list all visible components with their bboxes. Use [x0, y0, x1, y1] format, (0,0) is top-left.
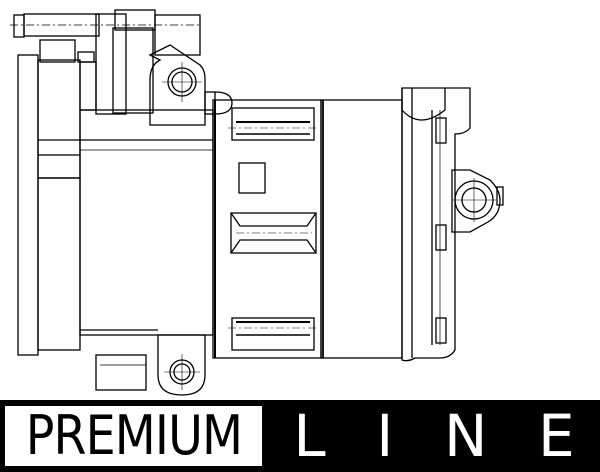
slot-bottom [228, 317, 318, 351]
product-line-drawing [10, 9, 504, 396]
premium-line-banner: PREMIUM L I N E [0, 400, 600, 472]
brand-line-letter: E [538, 402, 575, 470]
label-square [238, 162, 266, 194]
slot-middle [230, 212, 317, 254]
motor-housing [79, 109, 214, 336]
premium-box: PREMIUM [5, 406, 262, 466]
clamp-band [212, 99, 322, 359]
brand-line-letter: I [376, 402, 394, 470]
slot-top [228, 107, 318, 141]
brand-line-text: L I N E [268, 406, 600, 466]
brand-premium-text: PREMIUM [25, 404, 242, 467]
brand-line-letter: N [444, 402, 488, 470]
brand-line-letter: L [293, 402, 326, 470]
end-cover [401, 87, 471, 362]
compressor-drawing-icon [10, 9, 504, 396]
left-end-plate [17, 54, 39, 356]
compressor-body [320, 99, 403, 359]
